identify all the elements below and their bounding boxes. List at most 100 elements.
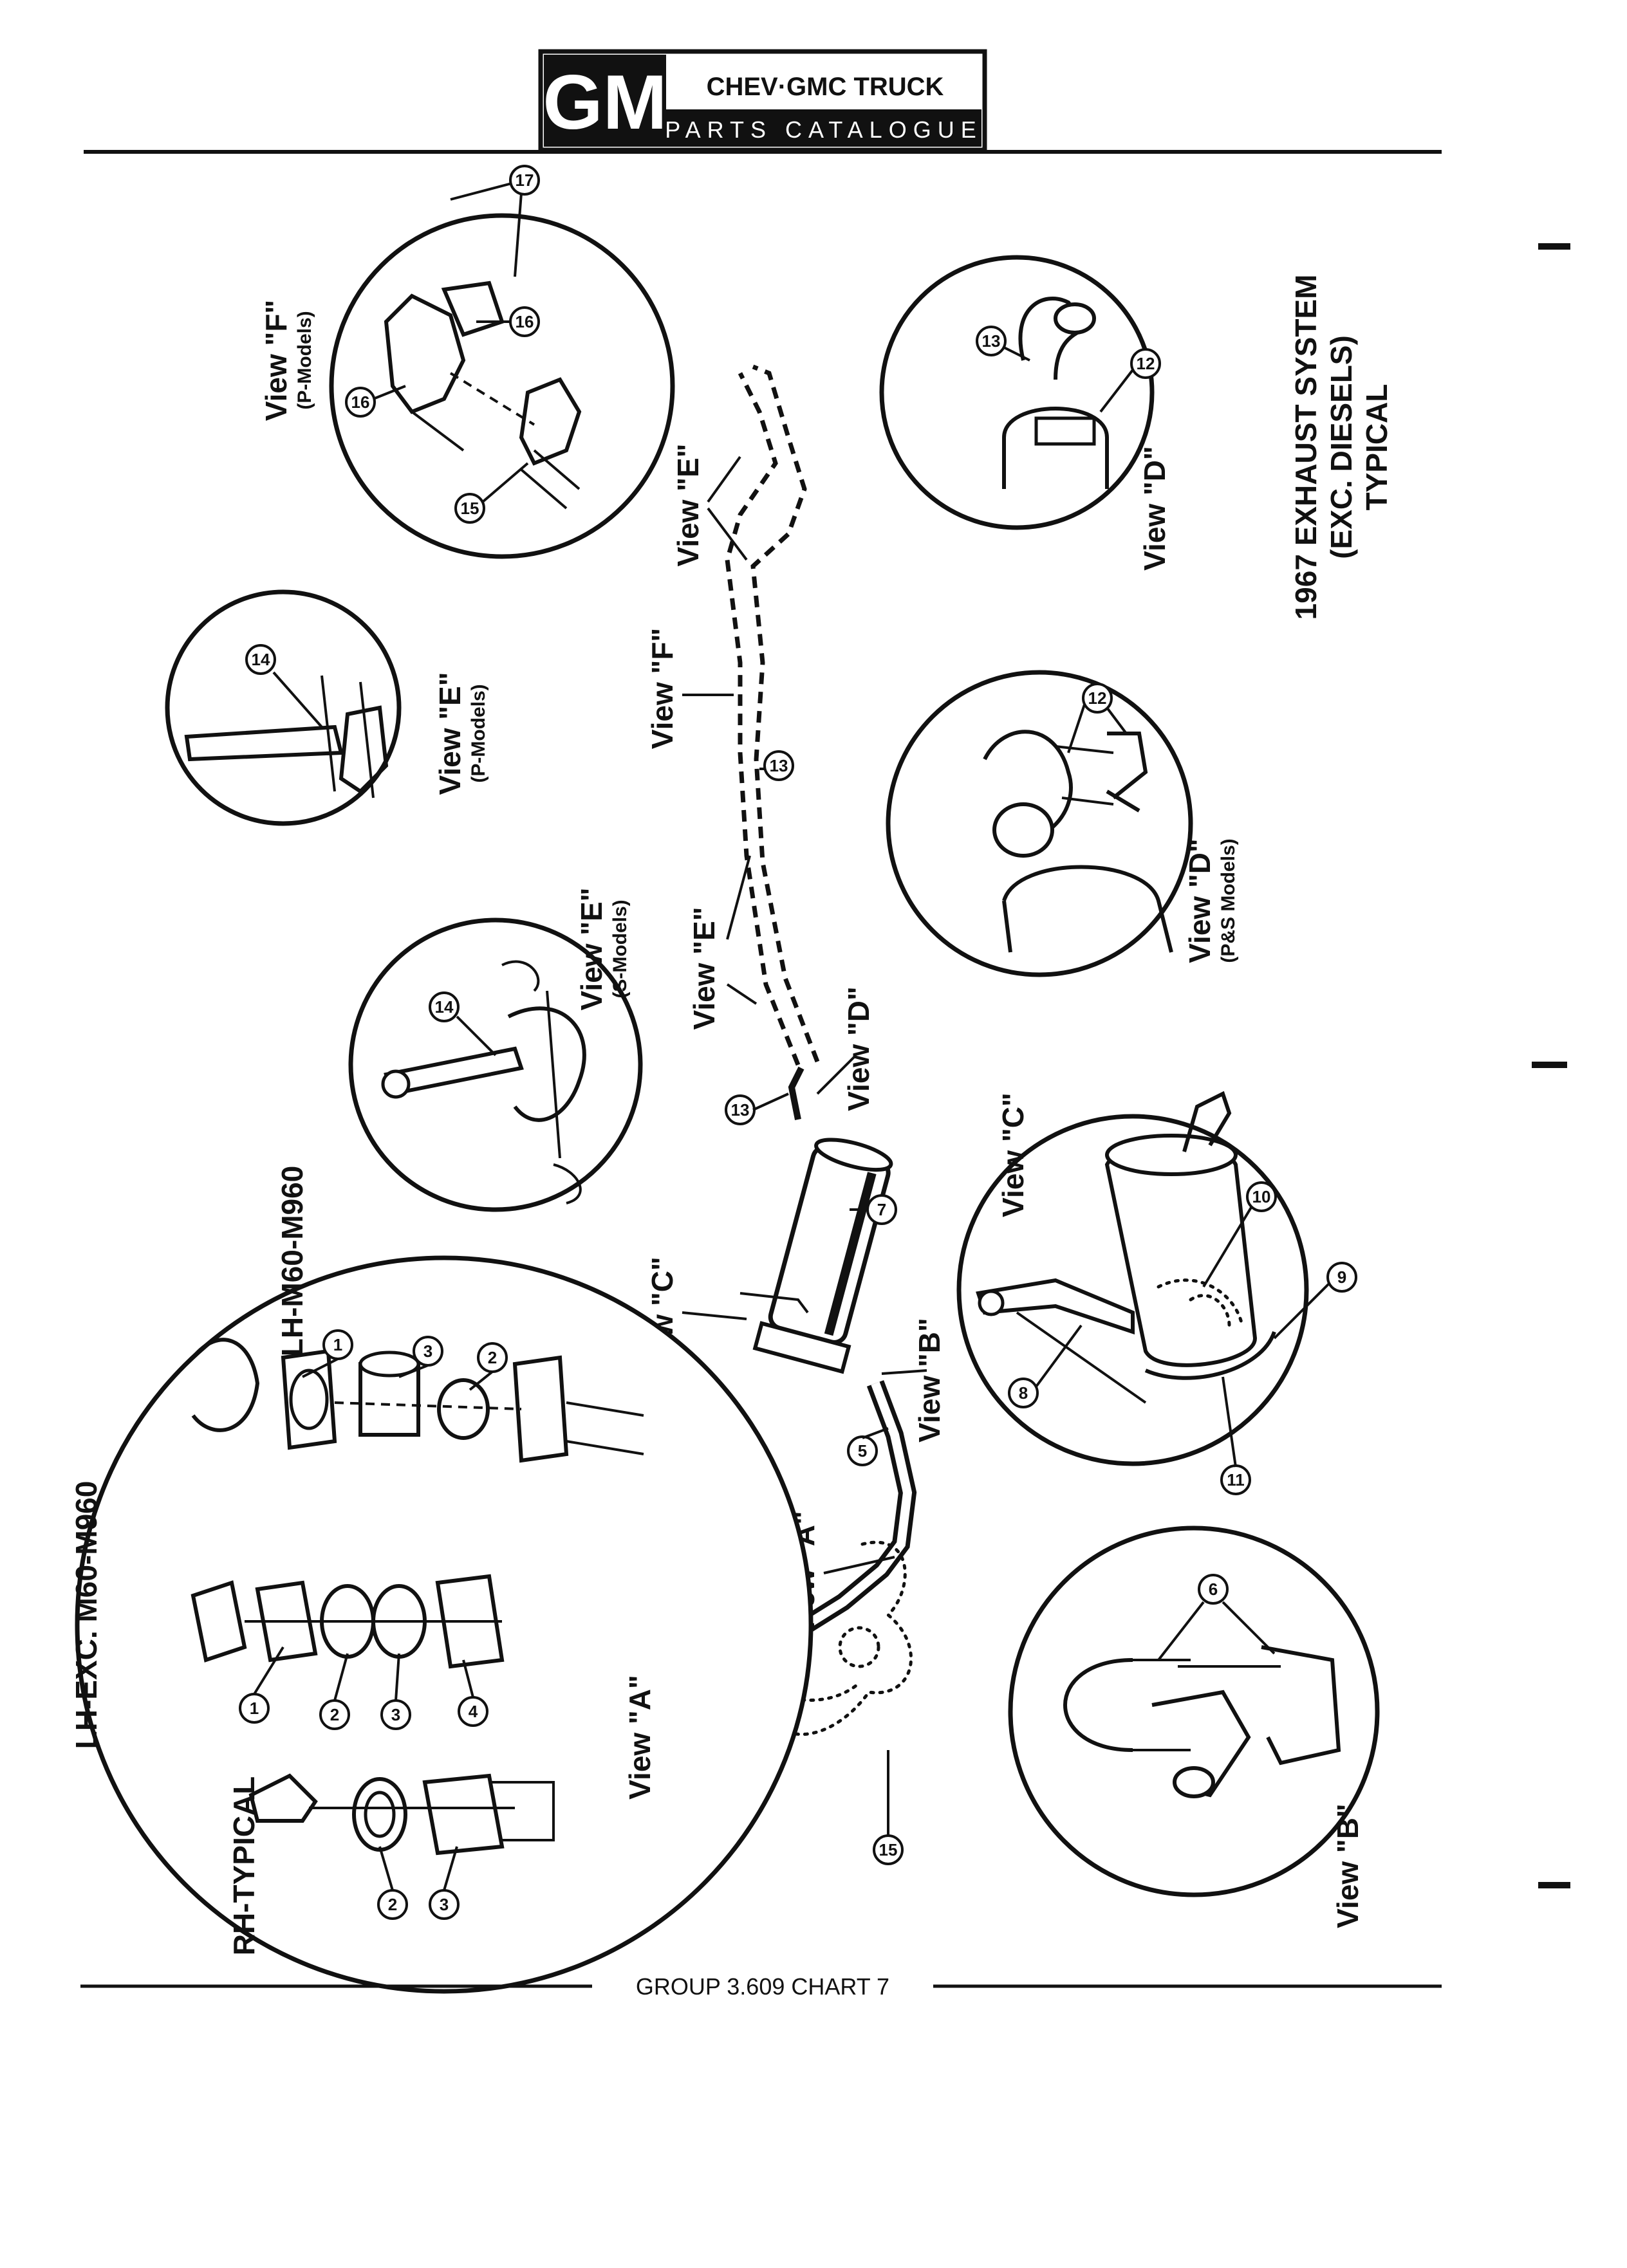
manifold-flange-rh (248, 1773, 318, 1823)
header-line2: PARTS CATALOGUE (665, 116, 982, 143)
svg-text:13: 13 (770, 756, 788, 775)
label-view-d-ps-detail: View "D" (1183, 838, 1216, 963)
leader-line (726, 855, 751, 940)
main-labels: View "E" View "F" View "E" View "D" View… (646, 443, 946, 1635)
label-lh-m60: LH-M60-M960 (275, 1166, 309, 1357)
u-bolt (1063, 1658, 1133, 1752)
muffler (752, 1138, 893, 1374)
pipe-lines-rh (309, 1781, 555, 1841)
svg-text:13: 13 (982, 331, 1001, 351)
callout-17: 17 (509, 165, 540, 196)
callout-3: 3 (413, 1336, 443, 1367)
gasket-lh-m60 (437, 1378, 490, 1440)
diagram-title: 1967 EXHAUST SYSTEM (EXC. DIESELS) TYPIC… (1289, 275, 1393, 620)
callout-14: 14 (245, 644, 276, 675)
leader-line (481, 462, 529, 503)
pipe-opening (992, 802, 1054, 858)
label-view-e-top: View "E" (671, 443, 705, 566)
leader-line (1003, 346, 1030, 362)
packing-rh (422, 1773, 505, 1856)
margin-mark (1538, 243, 1570, 250)
muffler-outlet (1002, 407, 1109, 489)
leader-line (881, 1369, 927, 1375)
svg-text:4: 4 (469, 1702, 478, 1721)
leader-line (378, 1846, 458, 1891)
label-lh-exc: LH-EXC. M60-M960 (70, 1481, 103, 1749)
label-rh-typical: RH-TYPICAL (227, 1776, 261, 1956)
tailpipe-stub (788, 1066, 804, 1120)
leader-line (823, 1556, 895, 1574)
title-line2: (EXC. DIESELS) (1325, 335, 1358, 559)
detail-view-f: View "F" (P-Models) (259, 213, 675, 559)
strap-eye (381, 1069, 411, 1099)
leader-line (862, 1427, 889, 1439)
label-s-models: (S-Models) (609, 899, 631, 998)
sleeve-top (358, 1351, 420, 1378)
detail-view-c: View "C" (956, 1091, 1309, 1466)
flange-opening (289, 1369, 329, 1430)
hanger-strap (184, 724, 344, 762)
callouts: 17 16 16 15 14 14 13 13 13 12 12 7 5 15 … (239, 165, 1357, 1920)
label-view-c-detail: View "C" (996, 1093, 1030, 1217)
manifold-flange-lh (191, 1580, 247, 1663)
callout-leaders (253, 182, 1330, 1891)
svg-text:8: 8 (1019, 1383, 1028, 1403)
leader-line (726, 983, 758, 1005)
svg-text:1: 1 (250, 1699, 259, 1718)
callout-16: 16 (509, 306, 540, 337)
label-p-models: (P-Models) (294, 311, 315, 409)
gm-logo-block (544, 55, 666, 147)
detail-view-b: View "B" (1008, 1526, 1380, 1928)
svg-text:3: 3 (423, 1341, 432, 1361)
svg-text:3: 3 (440, 1895, 449, 1914)
callout-12: 12 (1130, 348, 1161, 379)
label-view-b-main: View "B" (913, 1318, 946, 1443)
callout-2: 2 (319, 1699, 350, 1730)
leader-line (1157, 1601, 1276, 1661)
title-line3: TYPICAL (1360, 384, 1393, 511)
header-line1: CHEV·GMC TRUCK (707, 73, 944, 101)
svg-text:17: 17 (516, 171, 534, 190)
leader-line (253, 1646, 474, 1701)
detail-view-d-top: View "D" (879, 255, 1171, 571)
svg-text:12: 12 (1137, 354, 1155, 373)
leader-line (816, 1054, 857, 1095)
callout-10: 10 (1246, 1181, 1277, 1212)
muffler-end (1002, 865, 1173, 953)
pipe-opening (1173, 1766, 1215, 1798)
label-p-models-e: (P-Models) (468, 684, 489, 782)
clamp-saddle (1261, 1645, 1341, 1766)
leader-line (272, 671, 323, 728)
pipe-flange-lh-m60 (512, 1355, 569, 1463)
clamp-assembly (1106, 732, 1148, 813)
callout-15: 15 (454, 493, 485, 524)
svg-text:2: 2 (330, 1705, 339, 1724)
leader-line (707, 456, 741, 503)
detail-circle (879, 255, 1155, 530)
header-line2-bg (666, 109, 981, 147)
gasket-rh-inner (364, 1791, 396, 1838)
u-bolt-threads (1133, 1659, 1191, 1751)
tailpipe-route-line (725, 372, 801, 1066)
hanger-bracket (339, 705, 389, 794)
leader-line (1273, 1282, 1330, 1340)
pipe-clamp (507, 1006, 586, 1122)
leader-line (450, 182, 523, 277)
callout-4: 4 (458, 1696, 488, 1727)
hidden-lines (1157, 1278, 1244, 1327)
margin-mark (1532, 1062, 1567, 1068)
tailpipe-route-line (750, 364, 820, 1063)
label-view-f: View "F" (646, 628, 679, 750)
svg-text:16: 16 (516, 312, 534, 331)
clamp-bolts (1055, 745, 1114, 806)
detail-view-e-p: View "E" (P-Models) (165, 589, 489, 826)
leader-line (1035, 1324, 1083, 1388)
outlet-pipe (1182, 1091, 1232, 1152)
callout-2: 2 (377, 1889, 408, 1920)
svg-text:16: 16 (351, 392, 370, 412)
leader-line (456, 1015, 497, 1056)
chart-reference: GROUP 3.609 CHART 7 (636, 1973, 889, 2000)
bolt-axis-m60 (334, 1401, 522, 1410)
leader-line (682, 1311, 747, 1320)
